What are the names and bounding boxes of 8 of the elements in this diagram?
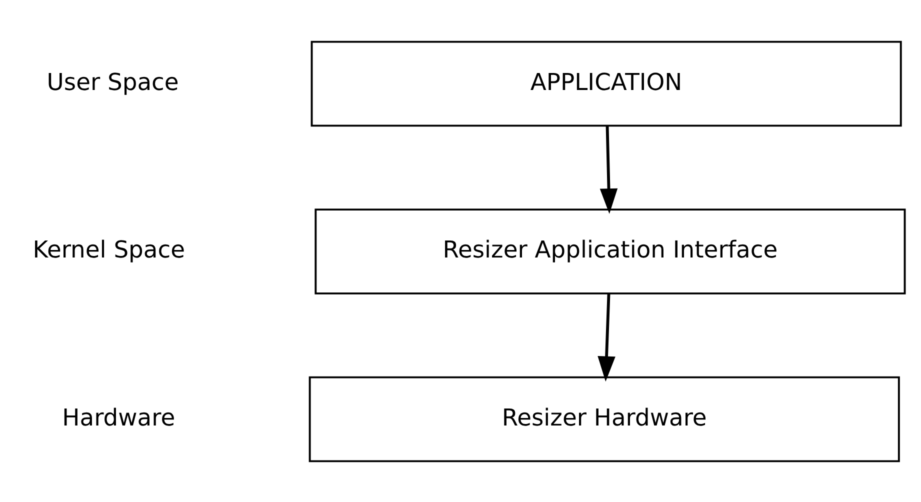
label: Hardware (62, 402, 176, 431)
arrow (598, 293, 616, 382)
node-box: Resizer Application Interface (314, 208, 906, 294)
label: Kernel Space (32, 235, 185, 264)
label: User Space (46, 67, 179, 96)
node-box: APPLICATION (310, 40, 902, 126)
node-box: Resizer Hardware (308, 376, 900, 462)
arrow (600, 126, 618, 214)
